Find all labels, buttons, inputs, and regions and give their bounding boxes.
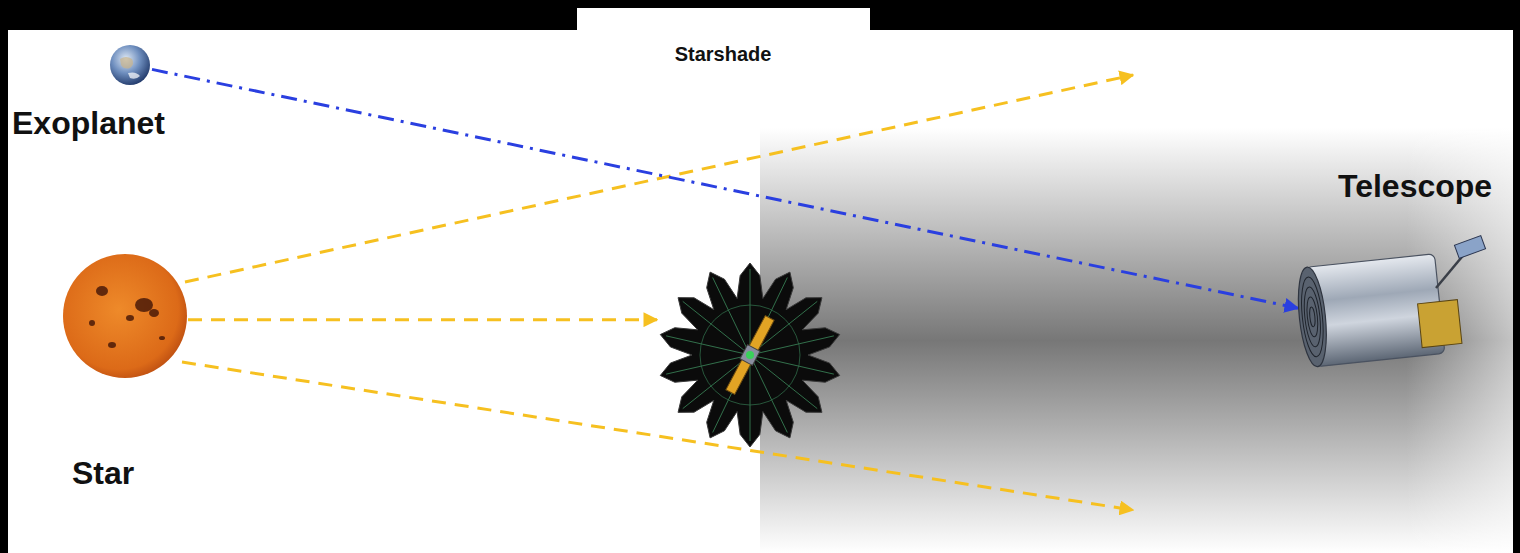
node-label: Starshade — [675, 43, 772, 66]
light-ray — [182, 362, 1133, 510]
sunspot — [149, 309, 159, 317]
star-icon — [62, 253, 188, 379]
starshade-spoke — [683, 301, 750, 355]
title-tab — [577, 8, 870, 38]
shadow-fade — [760, 128, 1520, 553]
right-frame-bar — [1513, 0, 1520, 553]
sunspot — [89, 320, 95, 326]
starshade-ring — [700, 305, 800, 405]
starshade-spoke — [750, 355, 751, 441]
light-ray — [188, 318, 657, 321]
starshade-center — [746, 351, 754, 359]
planet-land — [120, 57, 133, 69]
exoplanet-icon — [108, 43, 152, 87]
star-node: Star — [62, 253, 188, 379]
starshade-spoke — [750, 355, 817, 409]
sunspot — [126, 315, 134, 321]
starshade-shadow — [760, 128, 1520, 553]
sunspot — [159, 336, 165, 340]
planet-disc — [110, 45, 150, 85]
left-frame-bar — [0, 0, 8, 553]
starshade-spacecraft — [724, 315, 776, 396]
starshade-node: Starshade — [657, 262, 843, 448]
node-label: Exoplanet — [12, 105, 165, 142]
sunspot — [96, 286, 108, 296]
node-label: Telescope — [1338, 168, 1492, 205]
telescope-icon — [1298, 238, 1488, 373]
line-of-sight — [152, 69, 1298, 308]
starshade-spoke — [750, 269, 751, 355]
star-disc — [63, 254, 187, 378]
solar-panel — [1454, 236, 1485, 259]
planet-node: Exoplanet — [108, 43, 152, 87]
planet-cloud — [128, 72, 140, 78]
starshade-icon — [657, 262, 843, 448]
sunspot — [135, 298, 153, 312]
telescope-node: Telescope — [1298, 238, 1488, 373]
starshade-petals — [660, 263, 839, 447]
sunspot — [108, 342, 116, 348]
node-label: Star — [72, 455, 134, 492]
telescope-tube — [1294, 252, 1463, 368]
